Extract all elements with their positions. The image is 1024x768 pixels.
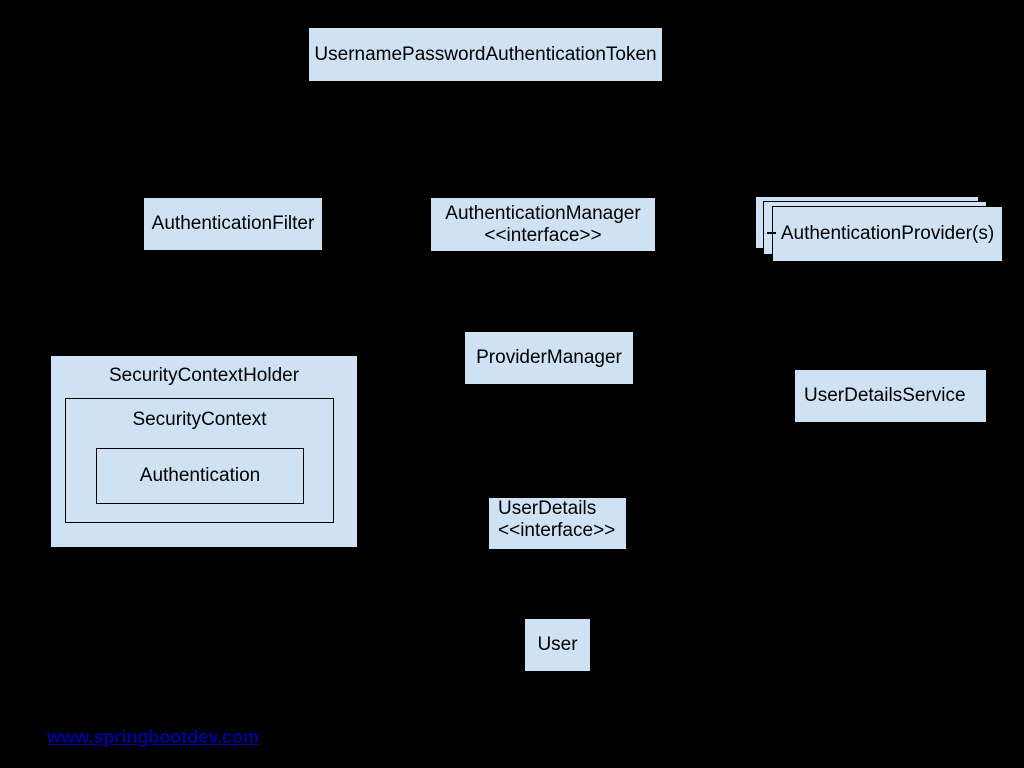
arrowhead-mark: [767, 232, 776, 234]
node-label: User: [537, 634, 578, 656]
node-user-details: UserDetails <<interface>>: [488, 497, 627, 550]
node-label: UserDetails: [498, 498, 597, 519]
group-security-context-holder: SecurityContextHolder SecurityContext Au…: [50, 355, 358, 548]
node-authentication-manager: AuthenticationManager <<interface>>: [430, 197, 656, 252]
node-stereotype: <<interface>>: [484, 224, 602, 246]
node-username-password-authentication-token: UsernamePasswordAuthenticationToken: [308, 27, 663, 82]
node-label: AuthenticationManager: [445, 202, 641, 224]
node-authentication: Authentication: [96, 448, 304, 504]
node-authentication-filter: AuthenticationFilter: [143, 197, 323, 251]
node-user: User: [524, 618, 591, 672]
node-user-details-service: UserDetailsService: [794, 369, 987, 423]
node-label: AuthenticationProvider(s): [780, 223, 995, 245]
node-authentication-providers: AuthenticationProvider(s): [772, 206, 1003, 262]
group-security-context: SecurityContext Authentication: [65, 398, 334, 523]
group-title: SecurityContext: [132, 409, 267, 430]
node-label: Authentication: [139, 465, 261, 487]
node-label: UserDetailsService: [804, 385, 966, 407]
website-link[interactable]: www.springbootdev.com: [47, 727, 260, 747]
node-label: ProviderManager: [476, 347, 622, 369]
node-stereotype: <<interface>>: [498, 519, 616, 541]
node-label: UsernamePasswordAuthenticationToken: [314, 43, 657, 65]
node-label: AuthenticationFilter: [151, 213, 315, 235]
node-provider-manager: ProviderManager: [464, 331, 634, 385]
group-title: SecurityContextHolder: [108, 365, 300, 386]
